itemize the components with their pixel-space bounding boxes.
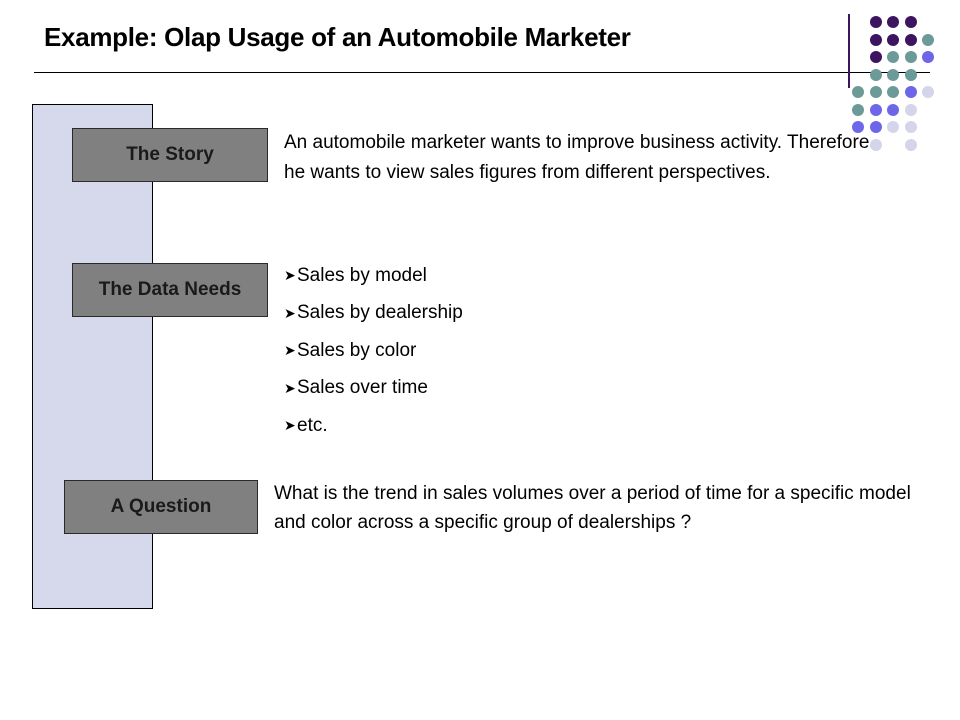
- decoration-dot: [887, 121, 899, 133]
- data-needs-label: The Data Needs: [98, 279, 242, 300]
- decoration-dot: [904, 121, 917, 133]
- decoration-dot: [922, 51, 934, 63]
- decoration-dot: [852, 121, 864, 133]
- question-label-box: A Question: [64, 480, 258, 534]
- list-item: ➤ Sales by model: [284, 257, 463, 295]
- decoration-dot: [904, 138, 917, 151]
- decoration-dot: [904, 86, 917, 98]
- decoration-dot: [869, 16, 882, 28]
- decoration-dot: [869, 138, 882, 151]
- decoration-dot: [887, 68, 899, 81]
- decoration-dot: [869, 51, 882, 63]
- list-item: ➤ Sales by dealership: [284, 295, 463, 333]
- list-item-text: Sales by model: [297, 264, 427, 286]
- decoration-dot: [887, 16, 899, 28]
- list-item-text: Sales over time: [297, 377, 428, 399]
- decoration-dot: [869, 86, 882, 98]
- decoration-dot: [904, 68, 917, 81]
- decoration-dot: [869, 33, 882, 46]
- decoration-dot: [887, 86, 899, 98]
- decoration-dot: [922, 33, 934, 46]
- decoration-dot: [904, 33, 917, 46]
- arrow-bullet-icon: ➤: [284, 379, 296, 396]
- list-item-text: Sales by dealership: [297, 302, 463, 324]
- decoration-dot: [887, 33, 899, 46]
- arrow-bullet-icon: ➤: [284, 267, 296, 284]
- list-item-text: etc.: [297, 414, 328, 436]
- decoration-dot: [922, 86, 934, 98]
- decoration-dot: [904, 103, 917, 116]
- question-text: What is the trend in sales volumes over …: [274, 483, 911, 533]
- arrow-bullet-icon: ➤: [284, 417, 296, 434]
- decoration-dot: [904, 16, 917, 28]
- decoration-dot: [887, 103, 899, 116]
- story-text: An automobile marketer wants to improve …: [284, 132, 870, 183]
- list-item-text: Sales by color: [297, 339, 417, 361]
- arrow-bullet-icon: ➤: [284, 304, 296, 321]
- decoration-dot: [869, 121, 882, 133]
- decoration-dot: [869, 103, 882, 116]
- decoration-dot: [852, 86, 864, 98]
- decoration-dot: [904, 51, 917, 63]
- question-label: A Question: [110, 496, 212, 517]
- decoration-dot: [852, 103, 864, 116]
- story-label-box: The Story: [72, 128, 268, 182]
- decoration-dot: [887, 51, 899, 63]
- dot-grid-decoration: [852, 16, 952, 156]
- title-divider: [34, 72, 930, 73]
- list-item: ➤ etc.: [284, 407, 463, 445]
- story-label: The Story: [126, 144, 214, 165]
- arrow-bullet-icon: ➤: [284, 342, 296, 359]
- data-needs-list: ➤ Sales by model ➤ Sales by dealership ➤…: [284, 257, 463, 445]
- decoration-dot: [869, 68, 882, 81]
- list-item: ➤ Sales by color: [284, 332, 463, 370]
- decoration-vertical-line: [848, 14, 850, 88]
- page-title: Example: Olap Usage of an Automobile Mar…: [44, 22, 631, 52]
- list-item: ➤ Sales over time: [284, 370, 463, 408]
- data-needs-label-box: The Data Needs: [72, 263, 268, 317]
